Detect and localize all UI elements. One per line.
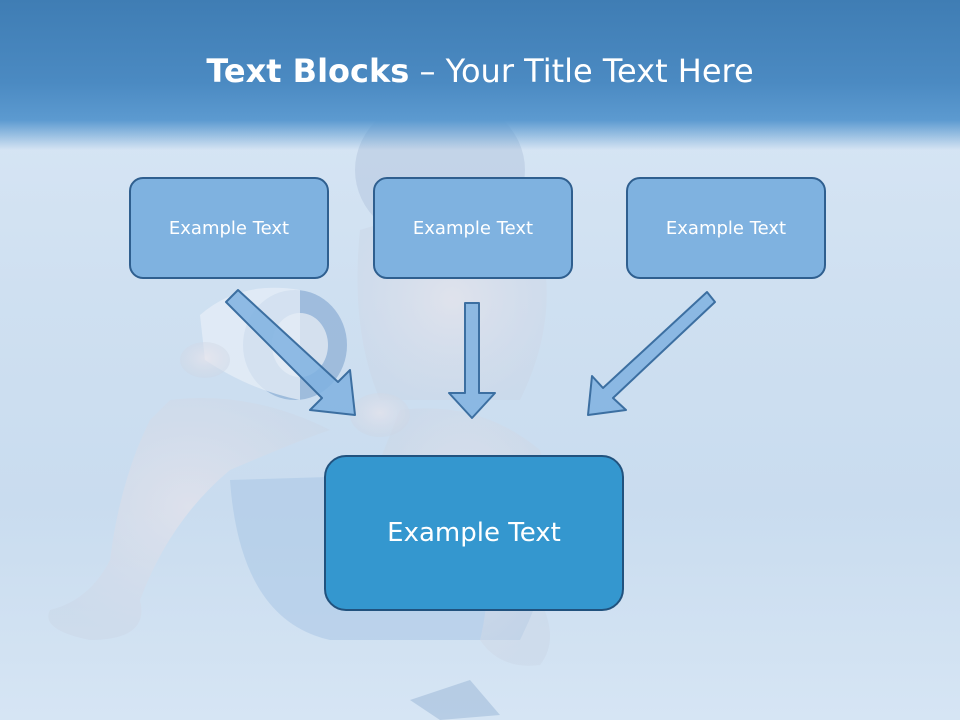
title-bold: Text Blocks <box>206 52 410 90</box>
arrow-icon-right <box>587 291 716 416</box>
text-block-1: Example Text <box>129 177 329 279</box>
text-block-2-label: Example Text <box>412 217 534 239</box>
center-text-block: Example Text <box>324 455 624 611</box>
title-band <box>0 0 960 150</box>
text-block-1-label: Example Text <box>168 217 290 239</box>
title-rest: – Your Title Text Here <box>409 52 754 90</box>
slide-title: Text Blocks – Your Title Text Here <box>0 52 960 90</box>
arrow-icon-left <box>225 289 356 416</box>
text-block-2: Example Text <box>373 177 573 279</box>
text-block-3: Example Text <box>626 177 826 279</box>
center-text-block-label: Example Text <box>387 518 561 548</box>
text-block-3-label: Example Text <box>665 217 787 239</box>
arrow-icon-middle <box>448 302 496 419</box>
